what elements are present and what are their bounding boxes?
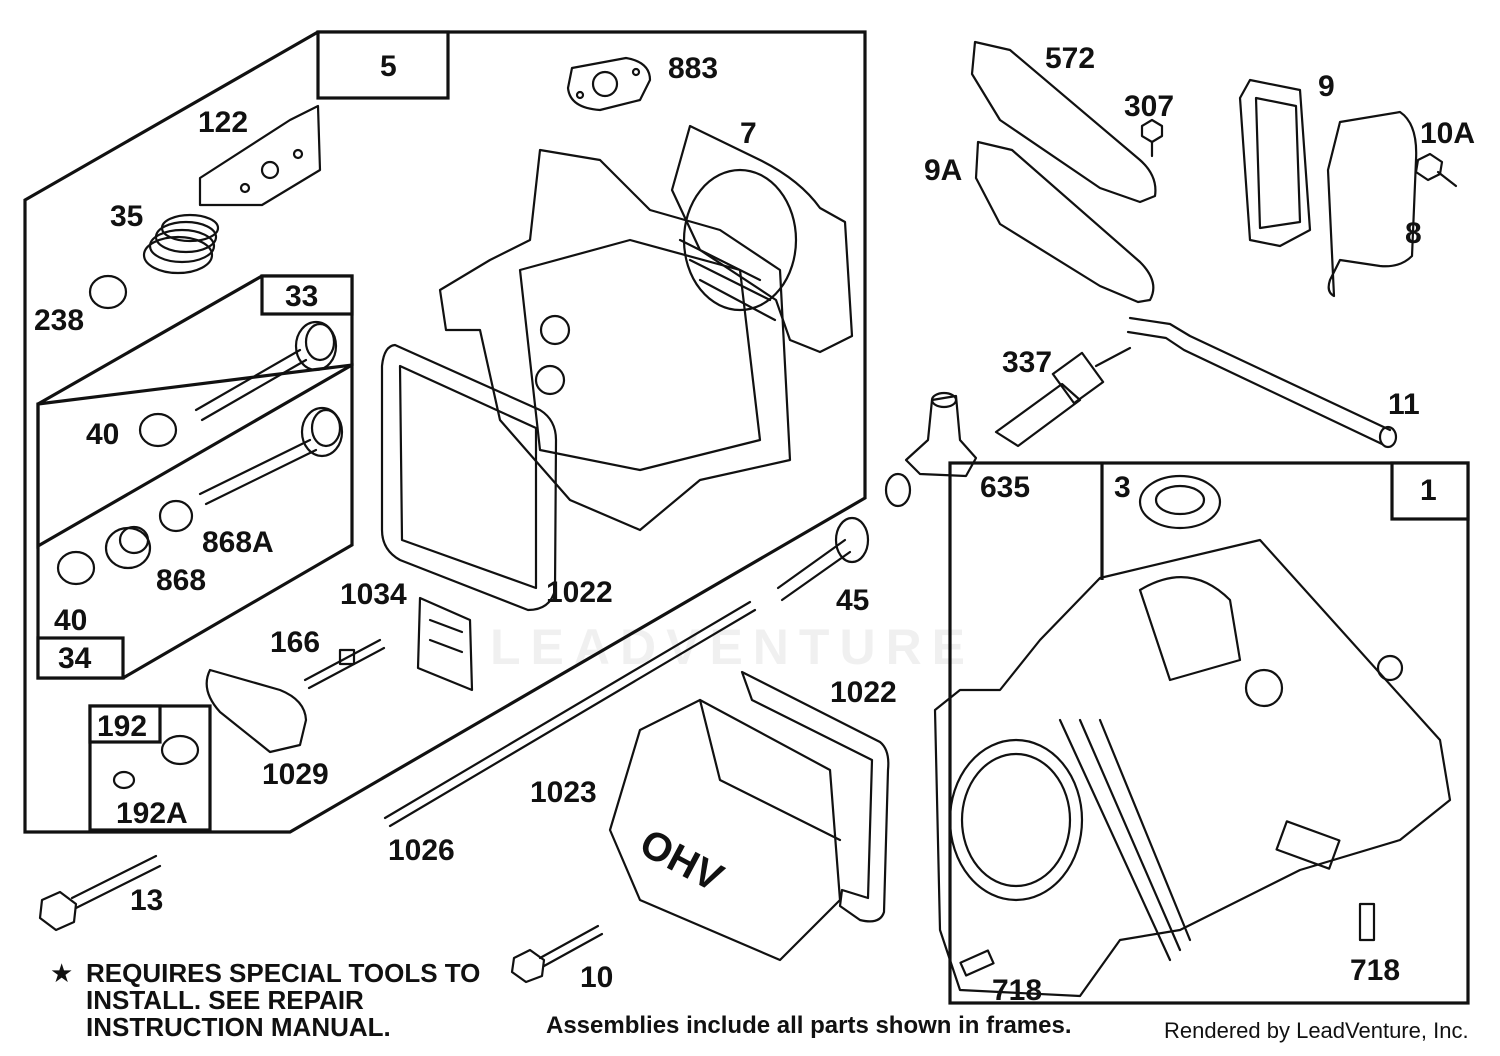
part-718a-pin-drawing (959, 949, 995, 977)
frame-33-label-box (260, 274, 354, 316)
part-label-7: 7 (740, 117, 757, 150)
part-10-bolt-drawing (510, 924, 604, 984)
part-label-1022-upper: 1022 (546, 576, 613, 609)
part-307-screw-drawing (1140, 118, 1164, 158)
frame-34-label: 34 (58, 642, 92, 675)
part-122-plate-drawing (198, 104, 322, 207)
cylinder-head-drawing (438, 148, 792, 532)
part-238-cap-drawing (88, 274, 128, 310)
assemblies-note: Assemblies include all parts shown in fr… (546, 1012, 1072, 1039)
part-label-11: 11 (1388, 388, 1420, 421)
part-label-1029: 1029 (262, 758, 329, 791)
frame-1-label: 1 (1420, 474, 1437, 507)
part-label-1034: 1034 (340, 578, 407, 611)
part-label-13: 13 (130, 884, 163, 917)
part-1029-rocker-drawing (205, 668, 308, 754)
part-166-stud-drawing (303, 638, 386, 690)
part-7-bore-drawing (682, 168, 798, 312)
part-label-8: 8 (1405, 217, 1422, 250)
part-3-seal-drawing (1138, 474, 1222, 530)
part-label-1023: 1023 (530, 776, 597, 809)
part-label-40-upper: 40 (86, 418, 119, 451)
part-label-45: 45 (836, 584, 869, 617)
part-868-seal-drawing (104, 525, 152, 570)
part-11-tube-drawing (1126, 316, 1398, 449)
part-635-fitting-drawing (884, 391, 978, 508)
part-label-9: 9 (1318, 70, 1335, 103)
part-label-40-lower: 40 (54, 604, 87, 637)
part-1022-upper-gasket-drawing (380, 343, 558, 612)
part-label-883: 883 (668, 52, 718, 85)
part-label-718-left: 718 (992, 974, 1042, 1007)
part-label-35: 35 (110, 200, 143, 233)
rendered-by-credit: Rendered by LeadVenture, Inc. (1164, 1018, 1469, 1043)
part-10A-screw-drawing (1414, 152, 1458, 188)
part-label-868: 868 (156, 564, 206, 597)
frame-33-label: 33 (285, 280, 318, 313)
watermark-text: LEADVENTURE (490, 619, 976, 675)
part-33-valve-drawing (194, 320, 338, 422)
part-label-337: 337 (1002, 346, 1052, 379)
part-label-166: 166 (270, 626, 320, 659)
part-label-9A: 9A (924, 154, 962, 187)
part-label-10A: 10A (1420, 117, 1475, 150)
part-1023-cover-drawing: OHV (608, 698, 842, 962)
frame-1-label-box (1390, 461, 1470, 521)
part-883-gasket-drawing (566, 56, 652, 112)
frame-5-outline (23, 30, 867, 834)
part-label-238: 238 (34, 304, 84, 337)
part-label-10: 10 (580, 961, 613, 994)
part-1026-pushrod-drawing (383, 600, 757, 828)
frame-34-outline (36, 363, 354, 680)
part-label-868A: 868A (202, 526, 274, 559)
part-13-bolt-drawing (38, 854, 162, 932)
part-1022-lower-gasket-drawing (740, 670, 890, 923)
part-label-572: 572 (1045, 42, 1095, 75)
part-9-gasket-drawing (1238, 78, 1312, 248)
part-7-head-gasket-drawing (670, 124, 854, 354)
frame-34-label-box (36, 636, 125, 680)
part-label-122: 122 (198, 106, 248, 139)
frame-1-outline (948, 461, 1470, 1005)
part-label-635: 635 (980, 471, 1030, 504)
part-label-3: 3 (1114, 471, 1131, 504)
special-tools-note: REQUIRES SPECIAL TOOLS TO INSTALL. SEE R… (86, 958, 481, 1042)
frame-192-label: 192 (97, 710, 147, 743)
special-tools-star-icon: ★ (50, 958, 74, 988)
part-label-1022-lower: 1022 (830, 676, 897, 709)
part-40-retainer-drawing (138, 412, 178, 448)
cylinder-block-drawing (933, 538, 1452, 998)
cover-ohv-text: OHV (633, 821, 730, 901)
part-label-192A: 192A (116, 797, 188, 830)
part-40b-retainer-drawing (56, 550, 96, 586)
part-192-adjuster-drawing (112, 734, 200, 790)
part-34-valve-drawing (198, 406, 344, 506)
part-9A-gasket-drawing (974, 140, 1155, 304)
part-label-1026: 1026 (388, 834, 455, 867)
frame-5-label: 5 (380, 50, 397, 83)
part-868A-washer-drawing (158, 499, 194, 533)
part-45-tube-drawing (776, 516, 870, 602)
part-label-718-right: 718 (1350, 954, 1400, 987)
part-718b-pin-drawing (1358, 902, 1376, 942)
part-337-spark-plug-drawing (994, 346, 1132, 448)
part-572-gasket-drawing (970, 40, 1157, 204)
frame-33-outline (36, 274, 354, 549)
frame-192-label-box (88, 704, 162, 744)
part-35-spring-drawing (142, 213, 220, 275)
part-1034-plate-drawing (416, 596, 474, 692)
part-label-307: 307 (1124, 90, 1174, 123)
part-8-cover-drawing (1326, 110, 1418, 298)
frame-5-label-box (316, 30, 450, 100)
